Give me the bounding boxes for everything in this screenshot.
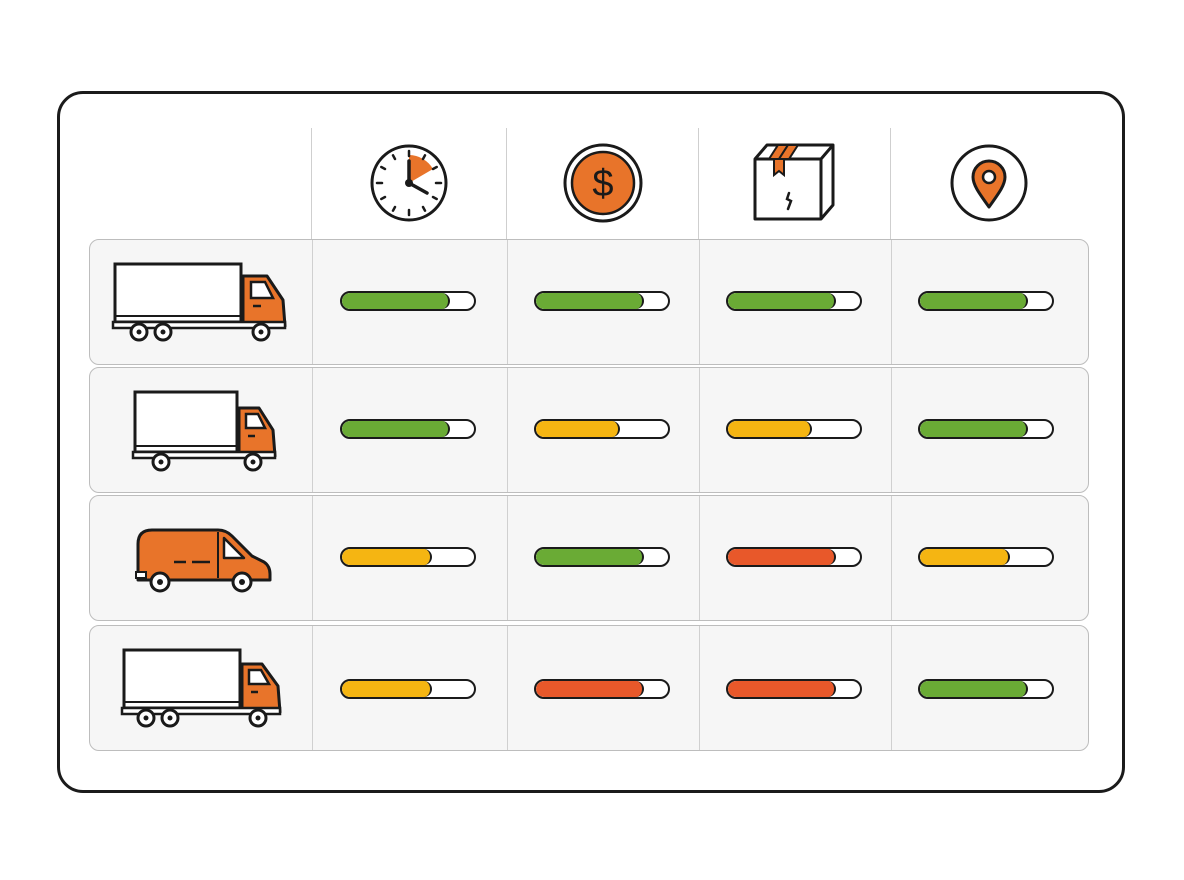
package-rating-bar	[726, 291, 862, 311]
header-divider	[890, 128, 891, 240]
location-pin-icon	[950, 144, 1027, 222]
cost-rating-bar	[534, 291, 670, 311]
large-truck-icon	[111, 262, 287, 342]
location-rating-bar	[918, 291, 1054, 311]
location-rating-bar	[918, 679, 1054, 699]
dollar-icon: $	[563, 143, 642, 223]
vehicle-cell	[90, 368, 312, 492]
vehicle-cell	[90, 496, 312, 620]
cost-rating-bar	[534, 547, 670, 567]
header-time	[312, 128, 506, 238]
time-rating-bar	[340, 547, 476, 567]
package-rating-bar	[726, 547, 862, 567]
header-divider	[698, 128, 699, 240]
box-truck-icon	[120, 648, 282, 728]
location-rating-bar	[918, 419, 1054, 439]
header-package	[699, 128, 890, 238]
medium-truck-icon	[131, 390, 277, 472]
van-icon	[135, 528, 272, 593]
header-divider	[311, 128, 312, 240]
vehicle-cell	[90, 240, 312, 364]
svg-text:$: $	[592, 163, 613, 205]
package-rating-bar	[726, 679, 862, 699]
header-divider	[506, 128, 507, 240]
time-rating-bar	[340, 679, 476, 699]
table-row	[89, 495, 1089, 621]
header-location	[891, 128, 1086, 238]
table-row	[89, 625, 1089, 751]
table-row	[89, 239, 1089, 365]
table-row	[89, 367, 1089, 493]
time-rating-bar	[340, 419, 476, 439]
package-rating-bar	[726, 419, 862, 439]
header-cost: $	[507, 128, 698, 238]
clock-icon	[370, 144, 448, 222]
location-rating-bar	[918, 547, 1054, 567]
vehicle-cell	[90, 626, 312, 750]
cost-rating-bar	[534, 679, 670, 699]
cost-rating-bar	[534, 419, 670, 439]
package-box-icon	[753, 143, 834, 221]
time-rating-bar	[340, 291, 476, 311]
